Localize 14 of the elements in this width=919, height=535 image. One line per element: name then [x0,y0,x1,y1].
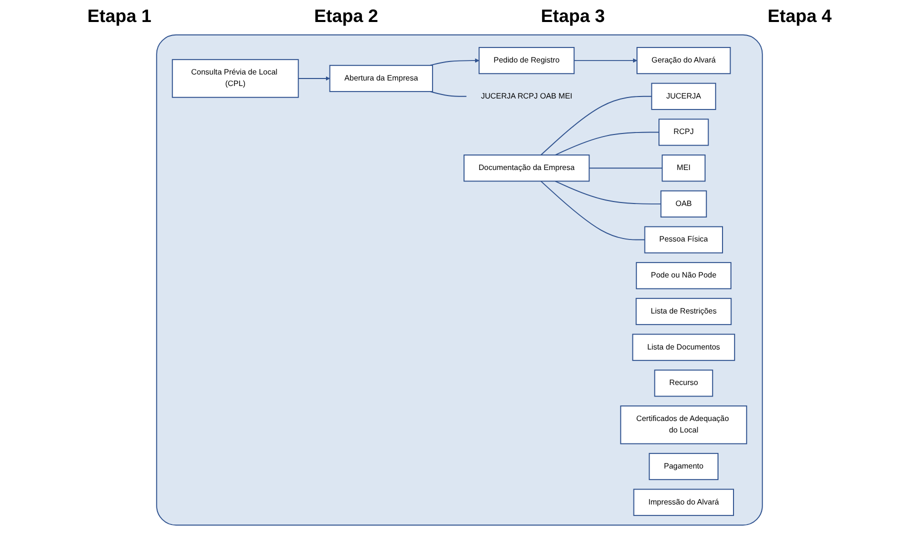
connector [588,168,663,169]
connector [430,91,467,97]
stage-heading: Etapa 1 [87,6,152,27]
connector [540,180,646,240]
connector [554,132,660,156]
cluster [156,34,763,526]
connector [554,180,662,204]
stage-heading: Etapa 2 [314,6,378,27]
arrow [574,58,638,63]
connector [540,96,652,156]
stage-heading: Etapa 3 [540,6,605,27]
arrow [298,76,330,81]
arrow [430,58,480,66]
stage-heading: Etapa 4 [768,6,832,27]
